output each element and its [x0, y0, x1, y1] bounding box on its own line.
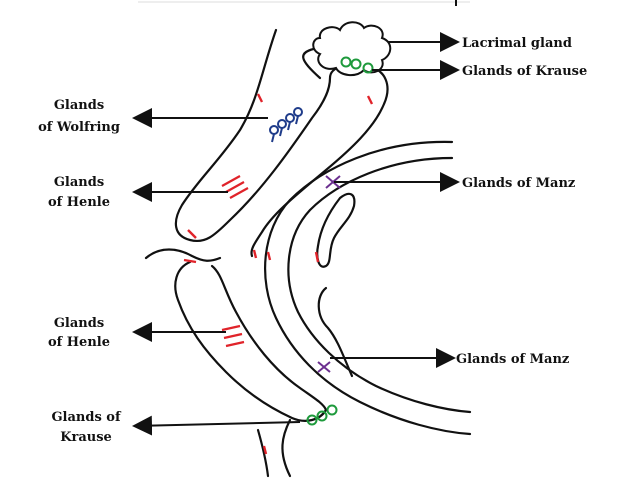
- henle-lower-marks: [221, 324, 245, 348]
- label-henle-upper-2: of Henle: [48, 195, 110, 210]
- manz-lower-marks: [317, 361, 331, 373]
- label-henle-upper-1: Glands: [54, 175, 104, 190]
- label-wolfring-2: of Wolfring: [38, 120, 120, 135]
- pointer-arrows: [132, 32, 460, 436]
- henle-upper-marks: [221, 175, 249, 199]
- manz-upper-marks: [325, 175, 341, 189]
- label-henle-lower-1: Glands: [54, 316, 104, 331]
- label-krause-top: Glands of Krause: [462, 64, 587, 79]
- label-krause-bottom-2: Krause: [60, 430, 112, 445]
- krause-top-glands: [340, 56, 374, 74]
- label-henle-lower-2: of Henle: [48, 335, 110, 350]
- label-lacrimal-gland: Lacrimal gland: [462, 36, 572, 51]
- lower-eyelid: [144, 248, 328, 478]
- label-manz-upper: Glands of Manz: [462, 176, 575, 191]
- margin-marks: [183, 93, 374, 455]
- lacrimal-gland-shape: [312, 21, 392, 76]
- arrow-krause-bottom: [132, 415, 301, 436]
- label-krause-bottom-1: Glands of: [51, 410, 122, 425]
- label-wolfring-1: Glands: [54, 98, 104, 113]
- wolfring-glands: [269, 107, 303, 143]
- eyeball: [264, 140, 472, 436]
- krause-bottom-glands: [306, 404, 338, 426]
- label-manz-lower: Glands of Manz: [456, 352, 569, 367]
